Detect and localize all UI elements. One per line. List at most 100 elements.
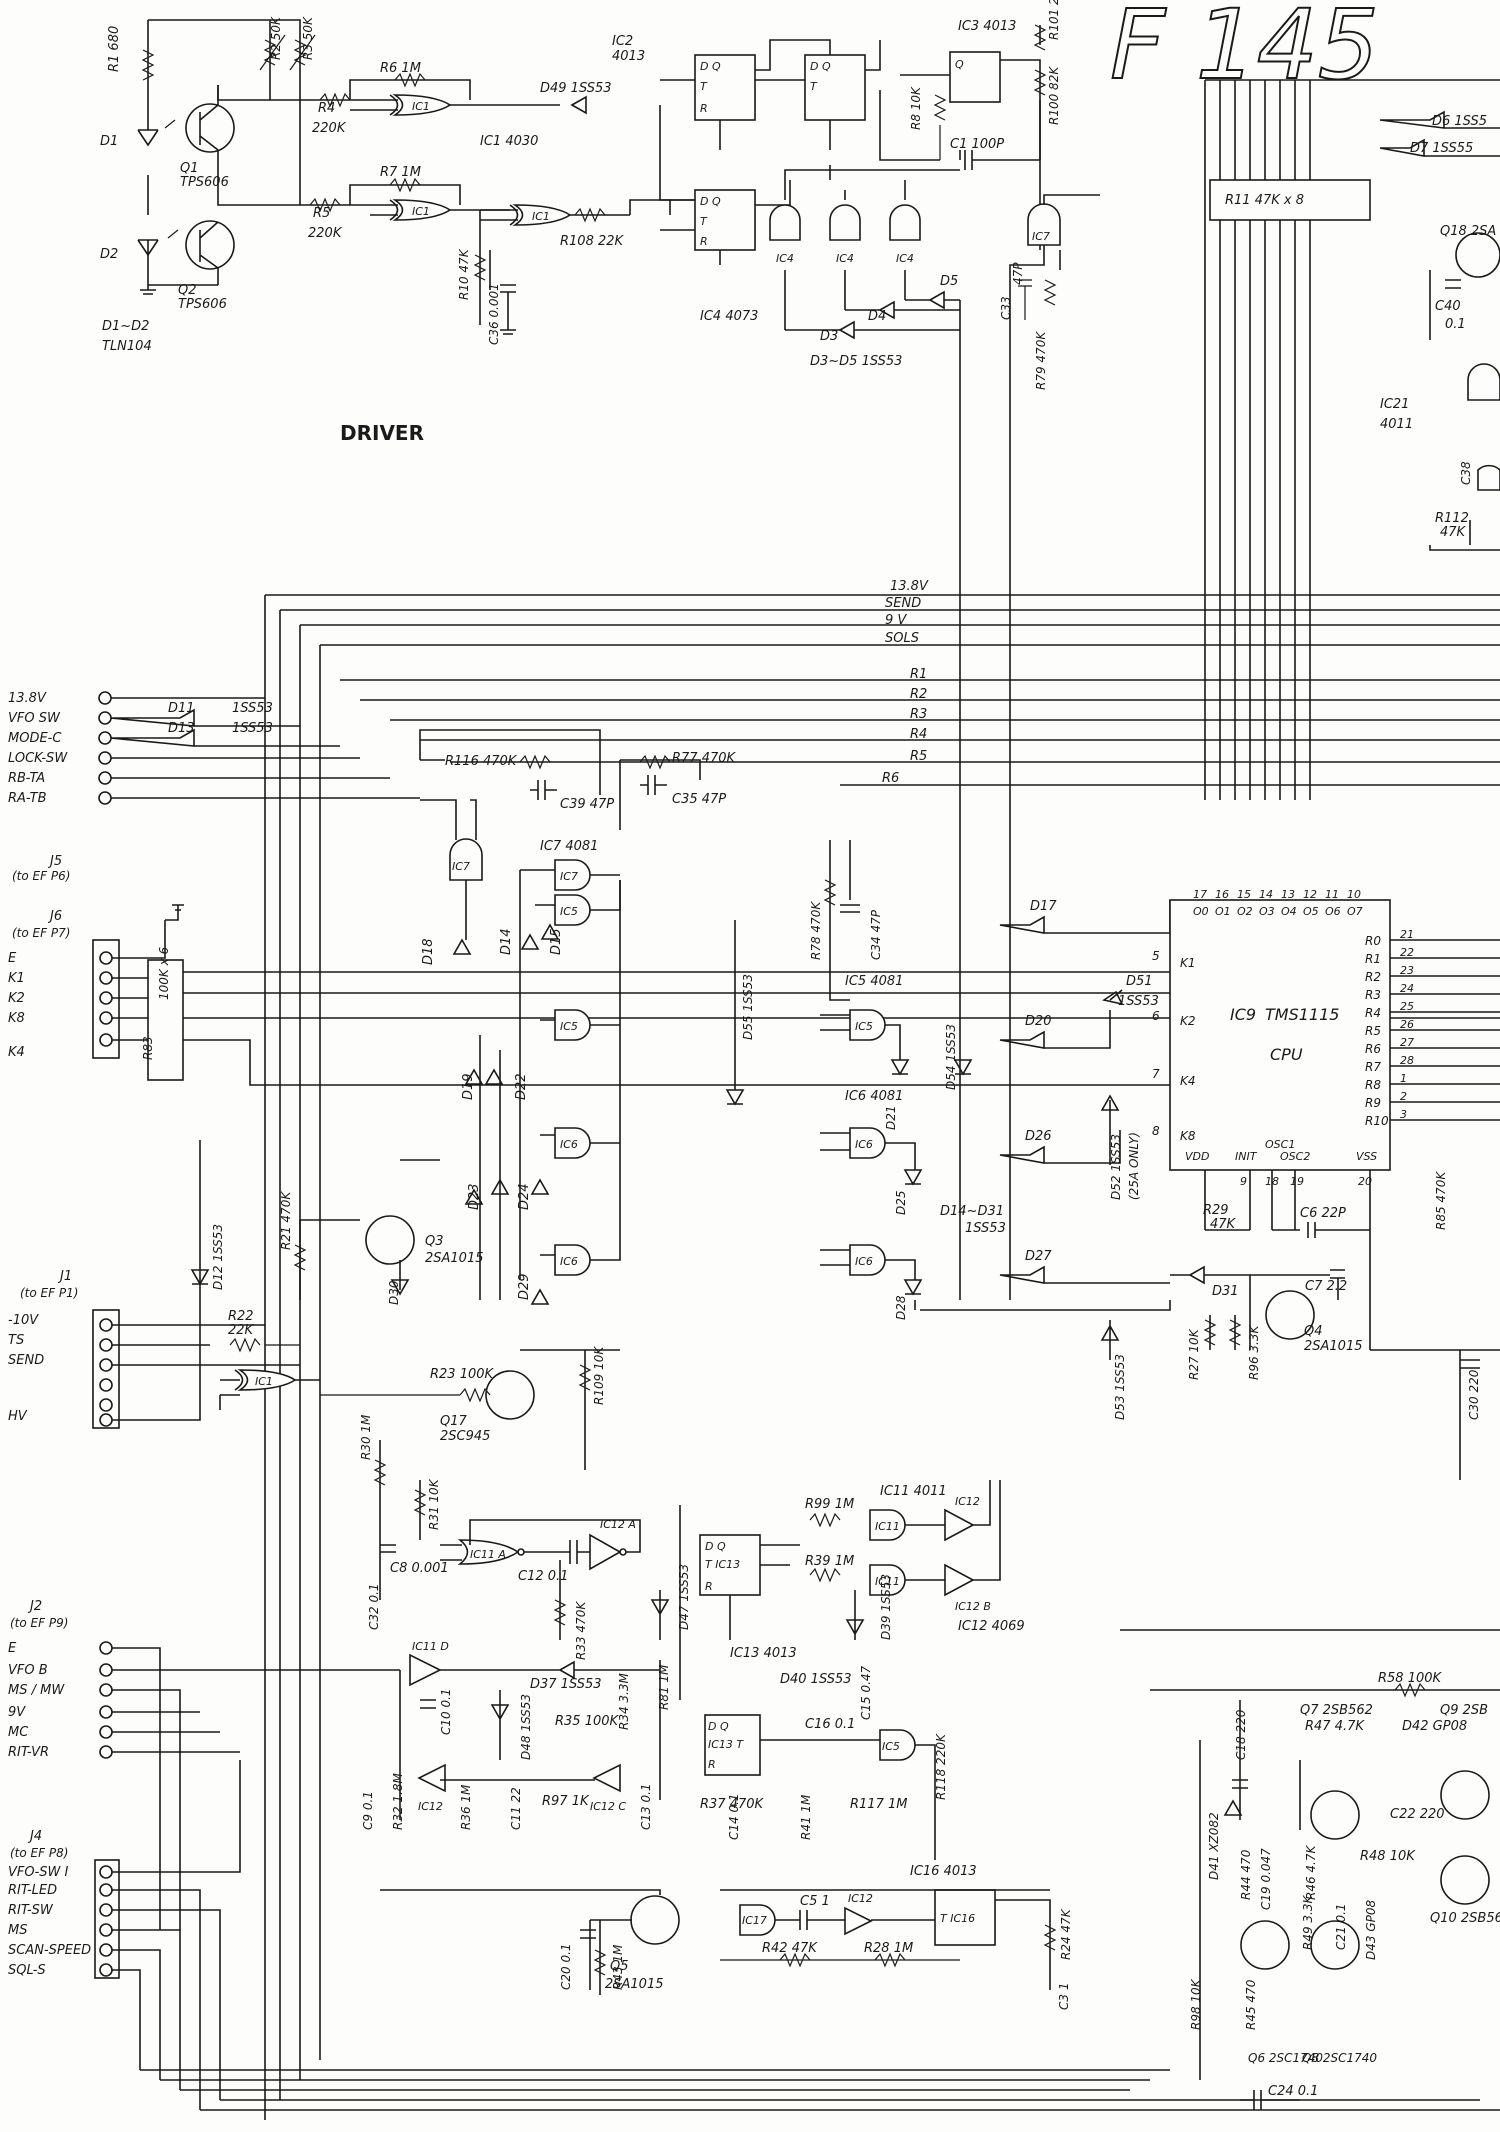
svg-text:T: T <box>700 80 708 93</box>
svg-text:O3: O3 <box>1259 905 1275 918</box>
ic7-label: IC7 <box>1032 230 1050 243</box>
svg-text:IC5: IC5 <box>560 905 578 918</box>
r97-label: R97 1K <box>542 1794 590 1809</box>
r22-label: R22 <box>228 1309 254 1324</box>
cpu-left-pins: K1 K2 K4 K8 5 6 7 8 <box>1152 949 1196 1143</box>
r83-label: R83 <box>141 1036 155 1060</box>
c35-label: C35 47P <box>672 792 726 807</box>
r4-value: 220K <box>312 121 347 136</box>
j5-pin-4: RB-TA <box>8 771 45 786</box>
svg-text:IC1: IC1 <box>255 1375 273 1388</box>
d1-d2-note: D1~D2 <box>102 319 149 334</box>
ic13-part-label: IC13 4013 <box>730 1646 797 1661</box>
j4-pin-3: MS <box>8 1923 27 1938</box>
j5-pin-5: RA-TB <box>8 791 47 806</box>
j2-pin-5: RIT-VR <box>8 1745 49 1760</box>
j6-note: (to EF P7) <box>12 926 70 940</box>
section-title: DRIVER <box>340 421 424 445</box>
j4-pin-2: RIT-SW <box>8 1903 54 1918</box>
d54-label: D54 1SS53 <box>944 1024 958 1090</box>
r37-label: R37 470K <box>700 1797 765 1812</box>
bus-r4: R4 <box>910 727 927 742</box>
r22-value: 22K <box>228 1323 255 1338</box>
svg-text:17: 17 <box>1193 888 1207 901</box>
r42-label: R42 47K <box>762 1941 818 1956</box>
c30-label: C30 220 <box>1467 1369 1481 1420</box>
svg-text:9: 9 <box>1240 1175 1247 1188</box>
c22-label: C22 220 <box>1390 1807 1445 1822</box>
d55-label: D55 1SS53 <box>741 974 755 1040</box>
j1-pin-0: -10V <box>8 1313 39 1328</box>
d28-label: D28 <box>894 1295 908 1320</box>
d52-note: (25A ONLY) <box>1127 1132 1141 1200</box>
r83-value: 100K x 6 <box>157 946 171 1000</box>
ic12b-label: IC12 B <box>955 1600 991 1613</box>
r36-label: R36 1M <box>459 1784 473 1830</box>
d41-label: D41 XZ082 <box>1207 1812 1221 1880</box>
r46-label: R46 4.7K <box>1304 1844 1318 1900</box>
r78-label: R78 470K <box>809 901 823 960</box>
d18-label: D18 <box>421 938 436 965</box>
cpu-ref: IC9 <box>1230 1005 1256 1024</box>
svg-text:K1: K1 <box>1180 956 1196 970</box>
svg-text:R10: R10 <box>1365 1114 1389 1128</box>
ic12-label: IC12 <box>955 1495 980 1508</box>
r100-label: R100 82K <box>1047 66 1061 125</box>
c19-label: C19 0.047 <box>1259 1848 1273 1910</box>
r79-label: R79 470K <box>1034 331 1048 390</box>
ic1-label-c: IC1 <box>532 210 550 223</box>
j2-connector: J2 (to EF P9) E VFO B MS / MW 9V MC RIT-… <box>8 1599 948 1930</box>
svg-text:VDD: VDD <box>1185 1150 1209 1163</box>
bus-r5: R5 <box>910 749 927 764</box>
r10-label: R10 47K <box>457 248 471 300</box>
c21-label: C21 0.1 <box>1334 1903 1348 1950</box>
r2-label: R2 50K <box>269 16 283 60</box>
svg-text:D Q: D Q <box>708 1720 729 1733</box>
d51-part: 1SS53 <box>1118 994 1159 1009</box>
d53-label: D53 1SS53 <box>1113 1354 1127 1420</box>
svg-text:R: R <box>700 102 708 115</box>
j1-pin-2: SEND <box>8 1353 44 1368</box>
q7-label: Q7 2SB562 <box>1300 1703 1373 1718</box>
q2-label: Q2 <box>178 283 197 298</box>
ic12a-label: IC12 A <box>600 1518 636 1531</box>
svg-text:OSC1: OSC1 <box>1265 1138 1295 1151</box>
svg-text:K2: K2 <box>1180 1014 1196 1028</box>
bus-r6: R6 <box>882 771 899 786</box>
svg-text:R6: R6 <box>1365 1042 1381 1056</box>
r28-label: R28 1M <box>864 1941 913 1956</box>
r48-label: R48 10K <box>1360 1849 1416 1864</box>
svg-text:IC5: IC5 <box>560 1020 578 1033</box>
svg-text:T: T <box>700 215 708 228</box>
svg-text:13: 13 <box>1281 888 1295 901</box>
q9-label: Q9 2SB <box>1440 1703 1488 1718</box>
c32-label: C32 0.1 <box>367 1583 381 1630</box>
bus-r2: R2 <box>910 687 927 702</box>
svg-text:O5: O5 <box>1303 905 1319 918</box>
r43-label: R43 1M <box>611 1944 625 1990</box>
svg-text:12: 12 <box>1303 888 1317 901</box>
j2-pin-3: 9V <box>8 1705 26 1720</box>
r5-label: R5 <box>313 206 330 221</box>
c1-label: C1 100P <box>950 137 1004 152</box>
c24-label: C24 0.1 <box>1268 2084 1318 2099</box>
j6-pin-0: E <box>8 951 17 966</box>
d49-label: D49 1SS53 <box>540 81 612 96</box>
r77-label: R77 470K <box>672 751 737 766</box>
j6-connector: J6 (to EF P7) E K1 K2 K8 K4 R83 100K x 6 <box>8 904 1500 1086</box>
bus-send: SEND <box>885 596 921 611</box>
j5-pin-3: LOCK-SW <box>8 751 68 766</box>
svg-text:25: 25 <box>1400 1000 1414 1013</box>
svg-text:OSC2: OSC2 <box>1280 1150 1310 1163</box>
d43-label: D43 GP08 <box>1364 1900 1378 1960</box>
r21-label: R21 470K <box>279 1191 293 1250</box>
svg-text:22: 22 <box>1400 946 1414 959</box>
svg-text:O6: O6 <box>1325 905 1341 918</box>
j5-note: (to EF P6) <box>12 869 70 883</box>
r49-label: R49 3.3K <box>1301 1894 1315 1950</box>
svg-text:7: 7 <box>1152 1067 1160 1081</box>
d23-label: D23 <box>467 1183 482 1210</box>
svg-text:2: 2 <box>1400 1090 1407 1103</box>
d40-label: D40 1SS53 <box>780 1672 852 1687</box>
key-diodes: D17 D20 D26 D27 D51 1SS53 D52 1SS53 (25A… <box>999 899 1171 1284</box>
